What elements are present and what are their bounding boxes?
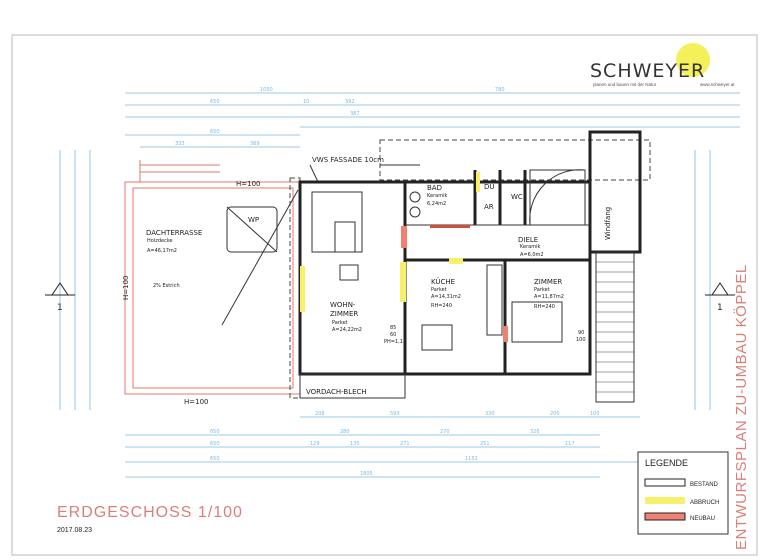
terrace-area: A=46,17m2 bbox=[147, 248, 177, 254]
wc-name: WC bbox=[511, 193, 523, 201]
legend-label: ABBRUCH bbox=[690, 500, 719, 506]
legend-label: NEUBAU bbox=[690, 516, 715, 522]
building bbox=[298, 130, 651, 403]
dim-label: 593 bbox=[390, 411, 400, 417]
hall-area: A=6,0m2 bbox=[520, 252, 544, 258]
sheet-frame bbox=[11, 34, 758, 556]
room-labels: WOHN- ZIMMER Parket A=24,22m2 85 60 PH=1… bbox=[306, 183, 612, 396]
legend-swatch-abbruch bbox=[645, 497, 685, 504]
legend-label: BESTAND bbox=[690, 482, 719, 488]
height-label: H=100 bbox=[236, 180, 261, 188]
dim-label: 10 bbox=[303, 99, 309, 105]
section-label: 1 bbox=[57, 303, 63, 313]
dim-label: 1152 bbox=[465, 456, 478, 462]
dim-label: 1050 bbox=[260, 87, 273, 93]
bottom-dimensions: 208 593 330 200 100 650 280 270 326 650 … bbox=[125, 411, 640, 478]
dim-label: 100 bbox=[590, 411, 600, 417]
bedroom-name: ZIMMER bbox=[534, 278, 562, 286]
schweyer-logo: SCHWEYER planen und bauen mit der Natur … bbox=[590, 43, 735, 87]
project-title: ENTWURFSPLAN ZU-UMBAU KÖPPEL bbox=[732, 264, 750, 550]
bedroom-floor: Parket bbox=[534, 287, 550, 293]
window-note: 90 bbox=[578, 330, 584, 336]
window-note: 85 bbox=[390, 325, 396, 331]
section-label: 1 bbox=[717, 303, 723, 313]
height-label: H=100 bbox=[122, 276, 130, 301]
window-note: 100 bbox=[576, 337, 586, 343]
terrace-note: 2% Estrich bbox=[153, 283, 180, 289]
dim-label: 135 bbox=[350, 441, 360, 447]
dim-label: 208 bbox=[315, 411, 325, 417]
kitchen-area: A=14,31m2 bbox=[431, 294, 461, 300]
hall-name: DIELE bbox=[518, 236, 538, 244]
kitchen-rh: RH=240 bbox=[431, 303, 452, 309]
living-area: A=24,22m2 bbox=[332, 327, 362, 333]
dim-label: 650 bbox=[210, 429, 220, 435]
new-construction-marker bbox=[503, 326, 508, 342]
bedroom-rh: RH=240 bbox=[534, 304, 555, 310]
dim-label: 650 bbox=[210, 99, 220, 105]
wp-label: WP bbox=[248, 216, 259, 224]
dim-label: 650 bbox=[210, 456, 220, 462]
top-dimensions: 1050 780 650 10 392 387 650 333 389 bbox=[59, 87, 740, 410]
legend-swatch-bestand bbox=[644, 478, 686, 487]
dim-label: 251 bbox=[480, 441, 490, 447]
legend-title: LEGENDE bbox=[645, 458, 688, 468]
logo-brand: SCHWEYER bbox=[590, 60, 705, 82]
living-name: WOHN- bbox=[330, 301, 356, 309]
legend: LEGENDE BESTAND ABBRUCH NEUBAU bbox=[637, 451, 729, 535]
bedroom-area: A=11,87m2 bbox=[534, 294, 564, 300]
terrace-floor: Holzdecke bbox=[147, 238, 173, 244]
living-name: ZIMMER bbox=[330, 310, 358, 318]
logo-sun-icon bbox=[676, 43, 710, 77]
window-note: 60 bbox=[390, 332, 396, 338]
dim-label: 780 bbox=[495, 87, 505, 93]
dim-label: 326 bbox=[530, 429, 540, 435]
dim-label: 1805 bbox=[360, 471, 373, 477]
demolition-marker bbox=[449, 258, 463, 264]
logo-tagline: planen und bauen mit der Natur bbox=[593, 82, 657, 87]
terrace-name: DACHTERRASSE bbox=[146, 229, 202, 237]
dim-label: 330 bbox=[485, 411, 495, 417]
dim-label: 129 bbox=[310, 441, 320, 447]
dim-label: 200 bbox=[550, 411, 560, 417]
demolition-marker bbox=[476, 172, 480, 192]
dim-label: 271 bbox=[400, 441, 410, 447]
window-note: PH=1,1 bbox=[384, 339, 403, 345]
section-marker-left: 1 bbox=[45, 282, 75, 313]
shower-name: DU bbox=[484, 183, 495, 191]
logo-web: www.schweyer.at bbox=[700, 82, 735, 87]
storage-name: AR bbox=[484, 203, 494, 211]
drawing-title: ERDGESCHOSS 1/100 bbox=[57, 504, 243, 521]
hall-floor: Keramik bbox=[520, 244, 540, 250]
kitchen-floor: Parket bbox=[431, 287, 447, 293]
bath-name: BAD bbox=[427, 184, 442, 192]
bath-floor: Keramik bbox=[427, 193, 447, 199]
section-marker-right: 1 bbox=[705, 282, 735, 313]
demolition-marker bbox=[300, 266, 305, 312]
demolition-marker bbox=[400, 262, 406, 302]
dim-label: 280 bbox=[340, 429, 350, 435]
new-construction-marker bbox=[430, 225, 470, 228]
new-construction-marker bbox=[401, 226, 407, 248]
dim-label: 389 bbox=[250, 141, 260, 147]
legend-swatch-neubau bbox=[644, 512, 686, 521]
entry-name: Windfang bbox=[604, 207, 612, 240]
dim-label: 333 bbox=[175, 141, 185, 147]
bath-area: 6,24m2 bbox=[427, 201, 446, 207]
dim-label: 650 bbox=[210, 441, 220, 447]
drawing-date: 2017.08.23 bbox=[57, 527, 92, 534]
dim-label: 117 bbox=[565, 441, 575, 447]
dim-label: 387 bbox=[350, 111, 360, 117]
height-label: H=100 bbox=[184, 398, 209, 406]
dim-label: 270 bbox=[440, 429, 450, 435]
roof-terrace: WP DACHTERRASSE Holzdecke A=46,17m2 2% E… bbox=[122, 160, 301, 406]
heat-pump-box bbox=[226, 206, 278, 253]
facade-note: VWS FASSADE 10cm bbox=[312, 156, 384, 164]
dim-label: 392 bbox=[345, 99, 355, 105]
dim-label: 650 bbox=[210, 129, 220, 135]
kitchen-name: KÜCHE bbox=[431, 277, 455, 286]
living-floor: Parket bbox=[332, 320, 348, 326]
canopy-label: VORDACH-BLECH bbox=[306, 388, 367, 396]
